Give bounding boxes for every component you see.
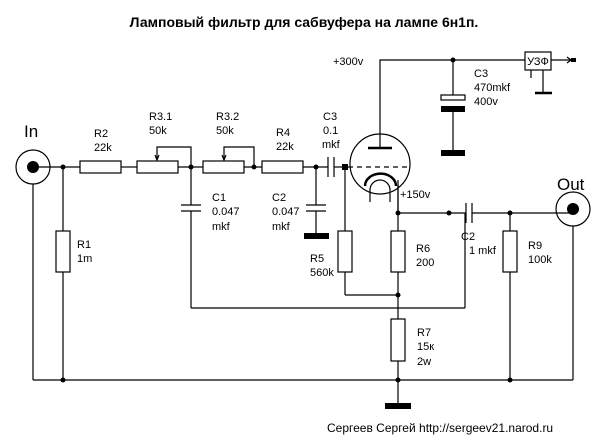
c1-unit: mkf	[212, 221, 231, 233]
r7-value: 15к	[417, 341, 434, 353]
capacitor-c3-supply	[440, 94, 466, 156]
r5-value: 560k	[310, 267, 334, 279]
r2-name: R2	[94, 128, 108, 140]
resistor-r1	[55, 230, 71, 273]
r3-1-value: 50k	[149, 125, 167, 137]
schematic-title: Ламповый фильтр для сабвуфера на лампе 6…	[130, 14, 479, 30]
c3-coupling-name: C3	[323, 111, 337, 123]
r9-name: R9	[528, 240, 542, 252]
c2-filter-unit: mkf	[272, 221, 291, 233]
r6-value: 200	[416, 257, 434, 269]
output-connector	[555, 191, 591, 227]
junction-dots	[60, 57, 513, 383]
r3-2-name: R3.2	[216, 111, 239, 123]
author-credit: Сергеев Сергей http://sergeev21.narod.ru	[327, 421, 553, 435]
ground-main	[385, 403, 411, 409]
r4-name: R4	[276, 127, 290, 139]
capacitor-c3-coupling	[327, 157, 335, 177]
r5-name: R5	[310, 253, 324, 265]
resistor-r2	[79, 160, 122, 174]
c2-filter-name: C2	[272, 192, 286, 204]
resistor-r5	[337, 230, 353, 273]
c1-value: 0.047	[212, 206, 240, 218]
wiper-arrows	[154, 154, 227, 162]
resistor-r3-2	[202, 160, 245, 174]
c2-filter-value: 0.047	[272, 206, 300, 218]
capacitor-c2-output	[465, 203, 473, 223]
resistor-r9	[502, 230, 518, 273]
r1-name: R1	[77, 239, 91, 251]
wires	[32, 59, 574, 400]
c3-supply-value: 470mkf	[474, 82, 511, 94]
c3-coupling-value: 0.1	[323, 125, 338, 137]
regulator-block	[524, 51, 552, 95]
vacuum-tube	[348, 133, 411, 202]
r7-name: R7	[417, 327, 431, 339]
r6-name: R6	[416, 243, 430, 255]
capacitor-c2-filter	[304, 204, 329, 239]
resistor-r3-1	[136, 160, 179, 174]
r2-value: 22k	[94, 142, 112, 154]
r4-value: 22k	[276, 141, 294, 153]
c2-output-name: C2	[461, 231, 475, 243]
c1-name: C1	[212, 192, 226, 204]
resistor-r4	[261, 160, 304, 174]
r3-1-name: R3.1	[149, 111, 172, 123]
r1-value: 1m	[77, 253, 92, 265]
r3-2-value: 50k	[216, 125, 234, 137]
regulator-label: УЗФ	[527, 56, 549, 68]
r7-power: 2w	[417, 356, 431, 368]
capacitor-c1	[181, 204, 201, 212]
c3-supply-name: C3	[474, 68, 488, 80]
c2-output-value: 1 mkf	[469, 245, 497, 257]
r9-value: 100k	[528, 254, 552, 266]
supply-150v-label: +150v	[400, 189, 431, 201]
supply-300v-label: +300v	[333, 56, 364, 68]
input-label: In	[24, 122, 38, 141]
c3-coupling-unit: mkf	[322, 139, 341, 151]
resistor-r7	[390, 318, 406, 362]
c3-supply-voltage: 400v	[474, 96, 498, 108]
output-label: Out	[557, 175, 585, 194]
resistor-r6	[390, 230, 406, 273]
output-arrow-icon	[566, 56, 576, 64]
